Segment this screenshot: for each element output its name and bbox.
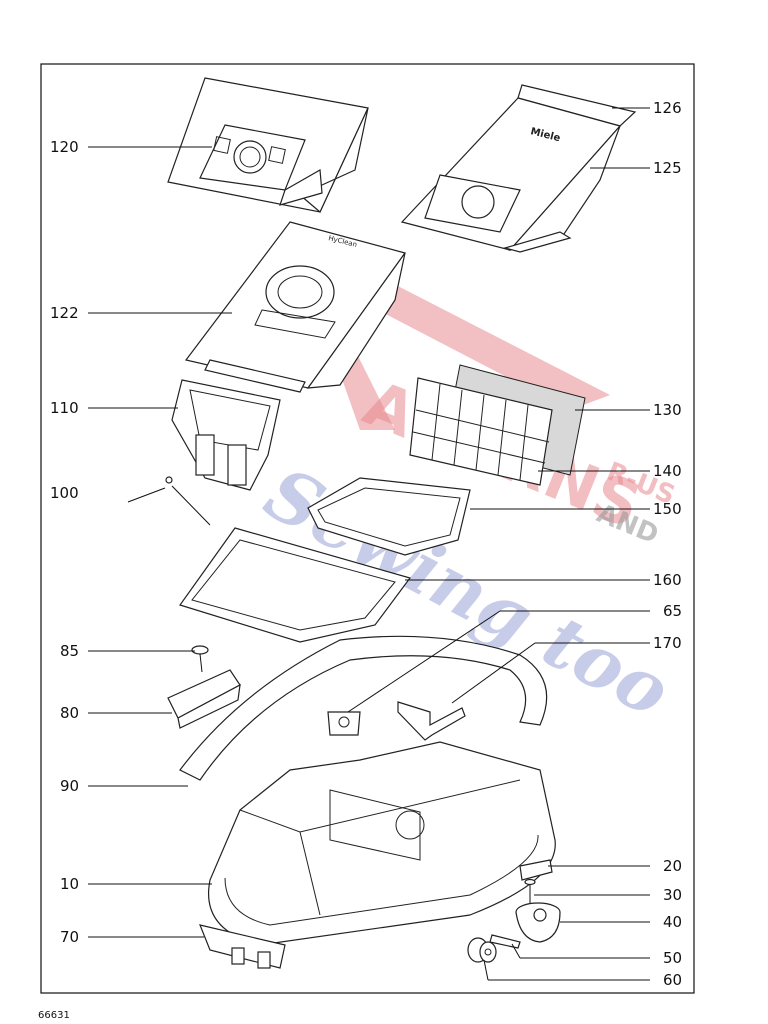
part-110-bag-holder: [171, 379, 281, 491]
part-120-dust-bag: [167, 77, 369, 213]
label-65: 65: [663, 602, 682, 620]
label-140: 140: [653, 462, 682, 480]
figure-number: 66631: [38, 1010, 70, 1021]
part-10-housing: [208, 741, 556, 946]
label-130: 130: [653, 401, 682, 419]
part-122-hyclean-bag: HyClean: [184, 221, 406, 393]
part-40-castor: [515, 902, 561, 943]
part-70-hinge: [199, 924, 286, 969]
part-20-bracket: [519, 859, 553, 881]
part-80-catch: [167, 669, 241, 729]
label-125: 125: [653, 159, 682, 177]
part-labels: 120 126 125 122 110 130 140 100 150 160 …: [50, 99, 682, 989]
part-140-filter-grille: [409, 377, 553, 486]
label-30: 30: [663, 886, 682, 904]
label-20: 20: [663, 857, 682, 875]
part-65-button: [327, 711, 361, 736]
part-170-elbow: [397, 701, 466, 741]
label-126: 126: [653, 99, 682, 117]
label-90: 90: [60, 777, 79, 795]
part-90-lid-frame: [179, 635, 548, 781]
part-160-frame-gasket: [179, 527, 412, 643]
part-30-screw: [524, 878, 536, 905]
part-60-wheel: [467, 937, 497, 963]
label-85: 85: [60, 642, 79, 660]
part-85-screw: [191, 645, 209, 673]
label-170: 170: [653, 634, 682, 652]
label-110: 110: [50, 399, 79, 417]
leader-lines: [88, 107, 650, 981]
label-70: 70: [60, 928, 79, 946]
label-160: 160: [653, 571, 682, 589]
part-150-seal: [307, 477, 471, 556]
label-100: 100: [50, 484, 79, 502]
part-125-dust-bag: Miele: [400, 84, 637, 253]
label-60: 60: [663, 971, 682, 989]
label-80: 80: [60, 704, 79, 722]
label-122: 122: [50, 304, 79, 322]
label-10: 10: [60, 875, 79, 893]
diagram-frame: [40, 63, 695, 994]
label-50: 50: [663, 949, 682, 967]
part-100-pin: [127, 476, 211, 526]
label-120: 120: [50, 138, 79, 156]
label-40: 40: [663, 913, 682, 931]
label-150: 150: [653, 500, 682, 518]
